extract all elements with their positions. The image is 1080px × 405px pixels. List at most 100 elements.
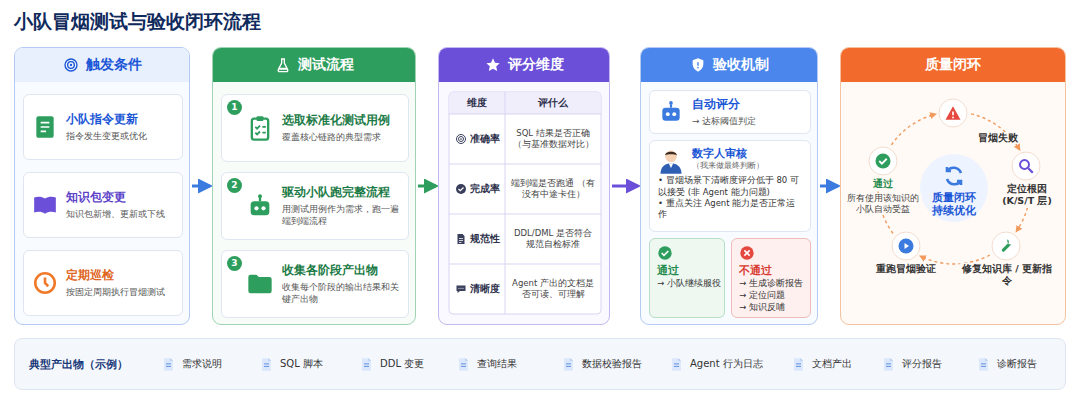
artifact-item: 数据校验报告 bbox=[561, 339, 642, 389]
icon-box bbox=[456, 357, 471, 372]
text-column: 选取标准化测试用例覆盖核心链路的典型需求 bbox=[282, 113, 400, 143]
icon-box bbox=[942, 164, 966, 188]
box-heading: 收集各阶段产出物 bbox=[282, 263, 400, 277]
box-body: → 生成诊断报告 bbox=[739, 278, 803, 290]
file-icon bbox=[359, 357, 374, 372]
artifact-name: 文档产出 bbox=[812, 357, 852, 371]
panel-header: 质量闭环 bbox=[841, 48, 1065, 82]
text-column: 定期巡检按固定周期执行冒烟测试 bbox=[66, 268, 174, 298]
panel-box: 验收机制自动评分→ 达标阈值判定数字人审核（我来做最终判断）• 冒烟场景下清晰度… bbox=[640, 47, 818, 325]
icon-box bbox=[63, 57, 79, 73]
icon-box bbox=[690, 57, 706, 73]
dimension-name: 完成率 bbox=[470, 183, 500, 196]
robot-icon bbox=[658, 99, 684, 125]
artifact-item: 查询结果 bbox=[456, 339, 517, 389]
table-row-head: 准确率 bbox=[449, 114, 505, 164]
table-header: 维度 bbox=[467, 97, 487, 110]
box-heading: 通过 bbox=[657, 264, 717, 278]
callout-badge: 2 bbox=[227, 178, 242, 193]
cycle-label: 修复知识库 / 更新指令 bbox=[959, 263, 1055, 288]
icon-box bbox=[455, 233, 467, 245]
person-icon bbox=[657, 147, 685, 175]
panel-header: 验收机制 bbox=[641, 48, 817, 82]
flask-icon bbox=[275, 57, 291, 73]
callout-badge: 1 bbox=[227, 100, 242, 115]
box-body: → 定位问题 bbox=[739, 290, 803, 302]
panel-title: 触发条件 bbox=[86, 56, 142, 74]
callout-number: 2 bbox=[231, 181, 237, 190]
chat-icon bbox=[455, 283, 467, 295]
callout-number: 1 bbox=[231, 103, 237, 112]
table-text: 端到端是否跑通 （有没有中途卡住） bbox=[510, 178, 596, 201]
item-box: 自动评分→ 达标阈值判定 bbox=[649, 90, 811, 134]
icon-box bbox=[657, 245, 717, 261]
icon-box bbox=[259, 357, 274, 372]
item-box: 小队指令更新指令发生变更或优化 bbox=[23, 94, 183, 160]
text-column: 收集各阶段产出物收集每个阶段的输出结果和关键产出物 bbox=[282, 263, 400, 305]
cycle-step-name: 通过 bbox=[871, 177, 895, 190]
artifact-name: 查询结果 bbox=[477, 357, 517, 371]
artifact-item: 需求说明 bbox=[161, 339, 222, 389]
artifact-item: Agent 行为日志 bbox=[669, 339, 763, 389]
panel-header: 触发条件 bbox=[15, 48, 189, 82]
folder-icon bbox=[246, 270, 274, 298]
item-box: 定期巡检按固定周期执行冒烟测试 bbox=[23, 250, 183, 316]
box-body: 知识包新增、更新或下线 bbox=[66, 208, 174, 220]
icon-box bbox=[881, 357, 896, 372]
icon-box bbox=[275, 57, 291, 73]
page-title: 小队冒烟测试与验收闭环流程 bbox=[14, 9, 261, 35]
artifact-item: 评分报告 bbox=[881, 339, 942, 389]
box-body: 按固定周期执行冒烟测试 bbox=[66, 286, 174, 298]
artifact-name: 需求说明 bbox=[182, 357, 222, 371]
cycle-label: 定位根因 (K/S/T 层) bbox=[993, 183, 1061, 208]
panel-title: 验收机制 bbox=[713, 56, 769, 74]
panel-title: 测试流程 bbox=[298, 56, 354, 74]
artifact-name: 数据校验报告 bbox=[582, 357, 642, 371]
icon-box bbox=[658, 99, 684, 125]
panel-title: 评分维度 bbox=[508, 56, 564, 74]
box-heading: 选取标准化测试用例 bbox=[282, 113, 400, 127]
box-heading: 数字人审核 bbox=[692, 147, 802, 161]
cycle-label: 冒烟失败 bbox=[969, 132, 1027, 144]
check-icon bbox=[657, 245, 673, 261]
artifact-name: 评分报告 bbox=[902, 357, 942, 371]
table-row-head: 规范性 bbox=[449, 214, 505, 264]
icon-box bbox=[455, 283, 467, 295]
xc-icon bbox=[739, 245, 755, 261]
artifact-item: 诊断报告 bbox=[976, 339, 1037, 389]
band-box: 典型产出物（示例）需求说明SQL 脚本DDL 变更查询结果数据校验报告Agent… bbox=[14, 338, 1066, 390]
center-box: 质量闭环 持续优化 bbox=[925, 164, 983, 226]
table-cell: 端到端是否跑通 （有没有中途卡住） bbox=[505, 164, 601, 214]
artifact-item: DDL 变更 bbox=[359, 339, 424, 389]
table-row-head: 完成率 bbox=[449, 164, 505, 214]
panel-box: 触发条件小队指令更新指令发生变更或优化知识包变更知识包新增、更新或下线定期巡检按… bbox=[14, 47, 190, 325]
file-icon bbox=[561, 357, 576, 372]
table-cell: 维度 bbox=[449, 92, 505, 114]
box-body: → 达标阈值判定 bbox=[692, 115, 802, 127]
result-box: 不通过→ 生成诊断报告→ 定位问题→ 知识反哺 bbox=[731, 238, 811, 318]
table-cell: DDL/DML 是否符合规范自检标准 bbox=[505, 214, 601, 264]
step-box: 驱动小队跑完整流程用测试用例作为需求，跑一遍端到端流程2 bbox=[221, 172, 409, 240]
cycle-step-name: 修复知识库 / 更新指令 bbox=[959, 263, 1055, 288]
robot-icon bbox=[246, 192, 274, 220]
icon-box bbox=[669, 357, 684, 372]
review-box: 数字人审核（我来做最终判断）• 冒烟场景下清晰度评分低于 80 可以接受 (非 … bbox=[649, 140, 811, 232]
table-cell: Agent 产出的文档是否可读、可理解 bbox=[505, 264, 601, 314]
icon-box bbox=[32, 192, 58, 218]
table-text: DDL/DML 是否符合规范自检标准 bbox=[510, 228, 596, 251]
artifact-item: SQL 脚本 bbox=[259, 339, 323, 389]
cycle-step-name: 所有使用该知识的小队自动受益 bbox=[844, 193, 922, 215]
icon-box bbox=[455, 183, 467, 195]
file-icon bbox=[161, 357, 176, 372]
file-icon bbox=[456, 357, 471, 372]
flow-arrow bbox=[418, 185, 436, 188]
panel-header: 评分维度 bbox=[439, 48, 609, 82]
clock-icon bbox=[32, 270, 58, 296]
file-icon bbox=[881, 357, 896, 372]
icon-box bbox=[246, 114, 274, 142]
box-heading: 定期巡检 bbox=[66, 268, 174, 282]
flow-arrow bbox=[820, 185, 838, 188]
icon-box bbox=[561, 357, 576, 372]
box-body: 收集每个阶段的输出结果和关键产出物 bbox=[282, 281, 400, 305]
